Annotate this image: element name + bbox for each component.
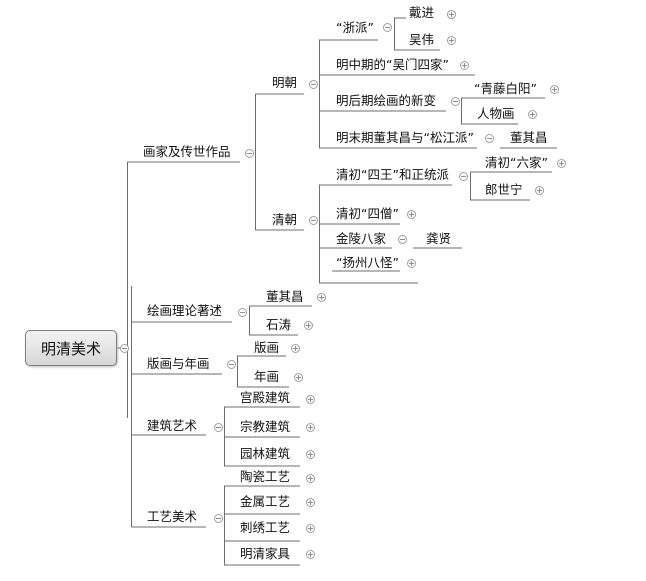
collapse-icon[interactable] [309, 80, 318, 89]
expand-icon[interactable] [460, 61, 469, 70]
node-gongxian[interactable]: 龚贤 [426, 231, 452, 246]
collapse-icon[interactable] [214, 423, 223, 432]
collapse-icon[interactable] [120, 344, 129, 353]
collapse-icon[interactable] [485, 134, 494, 143]
node-zongjiao[interactable]: 宗教建筑 [240, 419, 291, 434]
collapse-icon[interactable] [383, 23, 392, 32]
expand-icon[interactable] [306, 450, 315, 459]
node-qingteng[interactable]: “青藤白阳” [474, 81, 537, 96]
collapse-icon[interactable] [227, 360, 236, 369]
expand-icon[interactable] [557, 159, 566, 168]
node-crafts[interactable]: 工艺美术 [147, 509, 198, 524]
expand-icon[interactable] [447, 36, 456, 45]
node-yuanlin[interactable]: 园林建筑 [240, 446, 291, 461]
expand-icon[interactable] [407, 210, 416, 219]
node-ming[interactable]: 明朝 [272, 75, 298, 90]
expand-icon[interactable] [535, 186, 544, 195]
expand-icon[interactable] [550, 85, 559, 94]
node-daijin[interactable]: 戴进 [409, 5, 435, 20]
node-nianhua[interactable]: 年画 [254, 369, 280, 384]
expand-icon[interactable] [304, 321, 313, 330]
expand-icon[interactable] [306, 524, 315, 533]
node-painters-works[interactable]: 画家及传世作品 [143, 144, 231, 159]
expand-icon[interactable] [306, 550, 315, 559]
collapse-icon[interactable] [238, 308, 247, 317]
node-architecture[interactable]: 建筑艺术 [147, 418, 198, 433]
node-shitao[interactable]: 石涛 [266, 317, 292, 332]
expand-icon[interactable] [306, 423, 315, 432]
node-ming-late[interactable]: 明后期绘画的新变 [336, 93, 437, 108]
node-jinling[interactable]: 金陵八家 [336, 231, 387, 246]
node-banhua[interactable]: 版画 [254, 340, 280, 355]
node-jinshu[interactable]: 金属工艺 [240, 494, 291, 509]
expand-icon[interactable] [294, 373, 303, 382]
expand-icon[interactable] [291, 344, 300, 353]
root-node[interactable]: 明清美术 [25, 330, 117, 366]
node-wumen[interactable]: 明中期的“吴门四家” [336, 57, 449, 72]
node-lang[interactable]: 郎世宁 [485, 182, 523, 197]
expand-icon[interactable] [447, 10, 456, 19]
node-zhepai[interactable]: “浙派” [336, 20, 374, 35]
node-siwang[interactable]: 清初“四王”和正统派 [336, 167, 449, 182]
node-theory[interactable]: 绘画理论著述 [147, 303, 223, 318]
expand-icon[interactable] [306, 498, 315, 507]
node-prints[interactable]: 版画与年画 [147, 356, 210, 371]
node-liujia[interactable]: 清初“六家” [485, 155, 548, 170]
collapse-icon[interactable] [309, 216, 318, 225]
node-yangzhou[interactable]: “扬州八怪” [336, 255, 399, 270]
node-qing[interactable]: 清朝 [272, 212, 298, 227]
node-renwu[interactable]: 人物画 [477, 106, 515, 121]
node-taoci[interactable]: 陶瓷工艺 [240, 469, 291, 484]
expand-icon[interactable] [306, 474, 315, 483]
collapse-icon[interactable] [214, 514, 223, 523]
node-songjiang[interactable]: 明末期董其昌与“松江派” [336, 130, 474, 145]
node-dong-sj[interactable]: 董其昌 [510, 130, 548, 145]
expand-icon[interactable] [528, 110, 537, 119]
collapse-icon[interactable] [459, 172, 468, 181]
collapse-icon[interactable] [451, 97, 460, 106]
node-wuwei[interactable]: 吴伟 [409, 32, 435, 47]
collapse-icon[interactable] [398, 235, 407, 244]
collapse-icon[interactable] [245, 149, 254, 158]
node-dong-qichang[interactable]: 董其昌 [266, 289, 304, 304]
expand-icon[interactable] [407, 259, 416, 268]
node-jiaju[interactable]: 明清家具 [240, 546, 291, 561]
node-gongdian[interactable]: 宫殿建筑 [240, 390, 291, 405]
node-cixiu[interactable]: 刺绣工艺 [240, 520, 291, 535]
node-siseng[interactable]: 清初“四僧” [336, 206, 399, 221]
expand-icon[interactable] [306, 395, 315, 404]
expand-icon[interactable] [317, 293, 326, 302]
